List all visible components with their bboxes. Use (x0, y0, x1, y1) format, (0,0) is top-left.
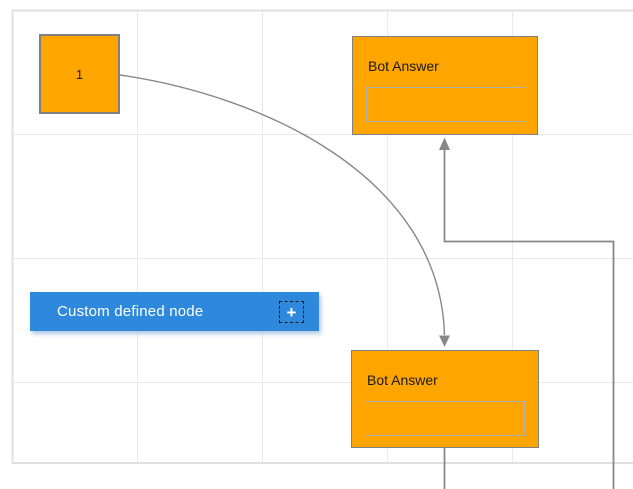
canvas-border (11, 9, 633, 464)
add-button[interactable]: + (279, 301, 304, 323)
bot-answer-node-top[interactable]: Bot Answer (352, 36, 538, 135)
bot-answer-title: Bot Answer (368, 58, 439, 74)
start-node[interactable]: 1 (39, 34, 120, 114)
bot-answer-node-bottom[interactable]: Bot Answer (351, 350, 539, 448)
custom-defined-node[interactable]: Custom defined node + (30, 292, 319, 331)
connector-ortho-bot-bottom-to-bot-top[interactable] (439, 137, 615, 489)
arrowhead-down-icon (439, 335, 450, 347)
bot-answer-input[interactable] (365, 401, 525, 436)
custom-node-label: Custom defined node (57, 303, 204, 320)
bot-answer-title: Bot Answer (367, 372, 438, 388)
arrowhead-up-icon (439, 137, 450, 150)
start-node-label: 1 (75, 66, 84, 82)
connector-curve-node1-to-bot-bottom[interactable] (119, 74, 450, 347)
bot-answer-input[interactable] (366, 87, 526, 122)
